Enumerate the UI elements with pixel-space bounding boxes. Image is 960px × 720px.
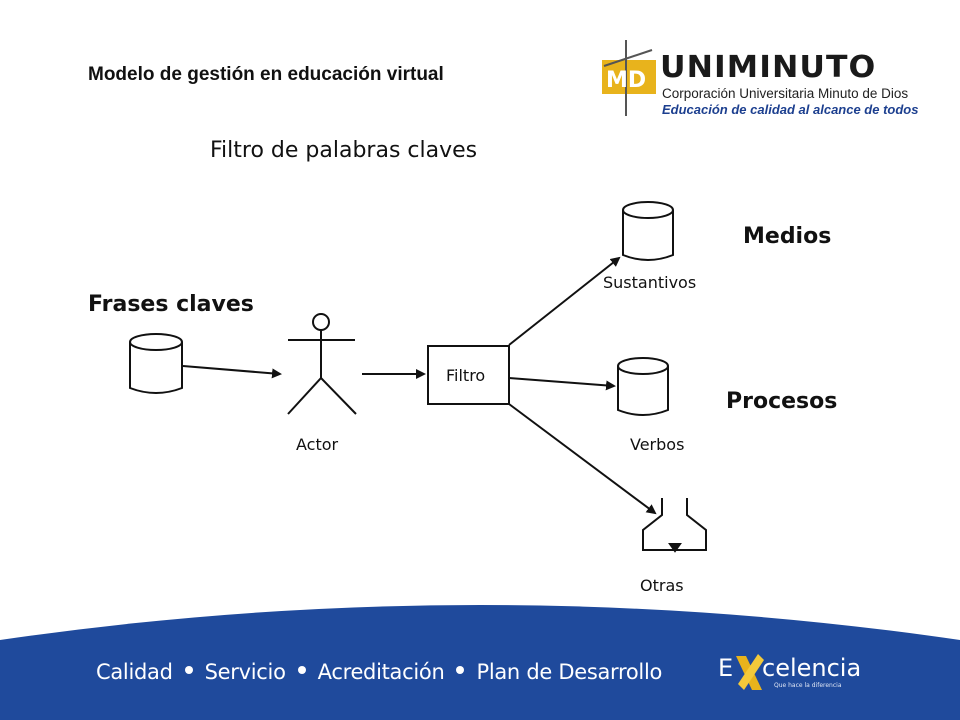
excelencia-e: E [718, 654, 734, 682]
input-heading: Frases claves [88, 292, 254, 317]
excelencia-logo: E celencia Que hace la diferencia [718, 650, 868, 700]
otras-label: Otras [640, 576, 684, 595]
footer-item-acreditacion: Acreditación [317, 660, 445, 684]
logo-tagline: Educación de calidad al alcance de todos [662, 102, 919, 117]
actor-label: Actor [296, 435, 339, 454]
excelencia-word: celencia [762, 654, 862, 682]
slide-title: Modelo de gestión en educación virtual [88, 64, 444, 85]
verbos-label: Verbos [630, 435, 684, 454]
procesos-label: Procesos [726, 389, 837, 414]
footer-band [0, 605, 960, 720]
filter-box [427, 345, 510, 405]
footer-item-calidad: Calidad [96, 660, 173, 684]
uniminuto-logo: MD UNIMINUTO Corporación Universitaria M… [596, 36, 936, 122]
filter-label: Filtro [446, 366, 485, 385]
footer-item-plan: Plan de Desarrollo [476, 660, 663, 684]
bullet-dot-icon [456, 666, 465, 674]
logo-mark-text: MD [606, 68, 646, 93]
excelencia-x-icon [736, 654, 764, 690]
verbos-datastore-icon [617, 357, 669, 416]
bullet-dot-icon [184, 666, 193, 674]
arrow-filter-to-sustantivos [508, 256, 621, 346]
logo-subtitle: Corporación Universitaria Minuto de Dios [662, 86, 909, 101]
footer-item-servicio: Servicio [204, 660, 286, 684]
input-datastore-icon [129, 333, 183, 394]
otras-funnel-icon [642, 498, 707, 553]
arrow-filter-to-verbos [508, 377, 616, 391]
arrow-input-to-actor [182, 365, 282, 379]
sustantivos-datastore-icon [622, 201, 674, 261]
footer-slogan: Calidad Servicio Acreditación Plan de Desar… [96, 660, 662, 684]
sustantivos-label: Sustantivos [603, 273, 696, 292]
arrow-filter-to-otras [508, 403, 657, 515]
excelencia-tagline: Que hace la diferencia [774, 682, 842, 689]
diagram-title: Filtro de palabras claves [210, 138, 477, 163]
bullet-dot-icon [297, 666, 306, 674]
medios-label: Medios [743, 224, 831, 249]
logo-name: UNIMINUTO [660, 50, 877, 85]
md-logo-mark-icon: MD [602, 40, 656, 116]
actor-figure-icon [287, 313, 357, 415]
